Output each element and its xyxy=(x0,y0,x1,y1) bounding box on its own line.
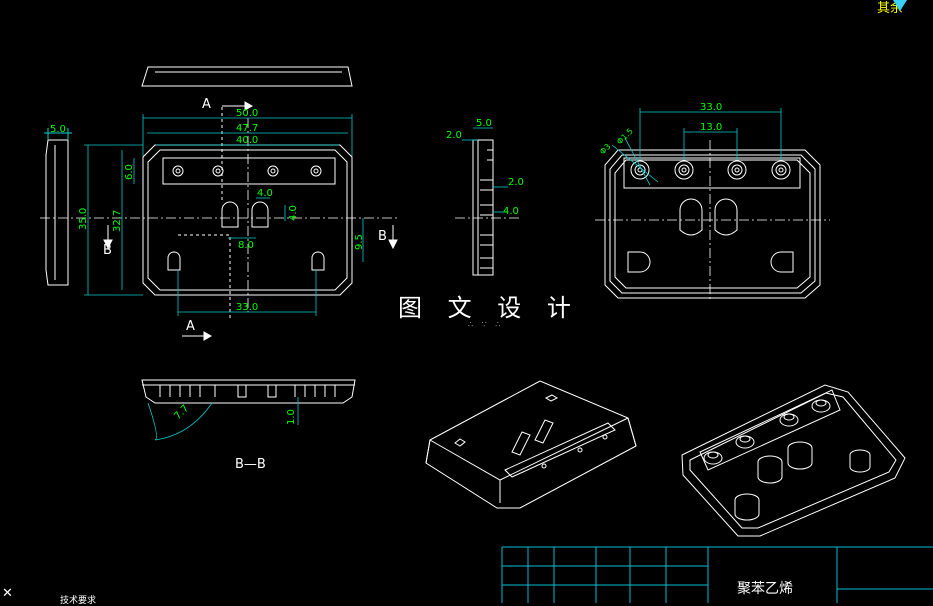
centerlines xyxy=(40,118,830,312)
dim-bb-77: 7.7 xyxy=(172,403,191,422)
dim-top-330: 33.0 xyxy=(700,102,722,113)
watermark-main: 图 文 设 计 xyxy=(398,294,580,322)
section-a-bottom: A xyxy=(186,319,195,334)
dim-front-95: 9.5 xyxy=(354,234,365,250)
dim-front-330: 33.0 xyxy=(236,302,258,313)
close-x-icon[interactable]: ✕ xyxy=(2,586,13,601)
tech-requirements-label: 技术要求 xyxy=(60,596,97,606)
dim-front-50: 50.0 xyxy=(236,108,258,119)
dim-top-d2: Φ1.5 xyxy=(615,127,635,147)
top-right-dimension-lines xyxy=(611,108,782,186)
dim-left-50: 5.0 xyxy=(50,124,66,135)
dim-side-20b: 2.0 xyxy=(508,177,524,188)
side-section-view xyxy=(472,139,494,276)
dim-side-50: 5.0 xyxy=(476,118,492,129)
iso-view-right xyxy=(681,384,906,537)
front-dimension-lines xyxy=(84,114,364,316)
dim-front-40a: 4.0 xyxy=(257,188,273,199)
dim-bb-10: 1.0 xyxy=(286,409,297,425)
section-letters: A A B B xyxy=(103,97,387,334)
dim-front-60: 6.0 xyxy=(124,164,135,180)
section-arrows xyxy=(103,101,398,341)
dim-front-400: 40.0 xyxy=(236,135,258,146)
section-b-right: B xyxy=(378,229,387,244)
top-strip-view xyxy=(141,66,353,87)
side-dimension-lines xyxy=(462,127,508,213)
dim-side-20: 2.0 xyxy=(446,130,462,141)
dim-front-477: 47.7 xyxy=(236,123,258,134)
title-block xyxy=(501,546,933,603)
bb-dimension-lines xyxy=(147,397,299,441)
iso-view-left xyxy=(425,380,637,509)
dim-side-40: 4.0 xyxy=(503,206,519,217)
dim-front-80: 8.0 xyxy=(238,240,254,251)
section-bb-label: B—B xyxy=(235,457,266,472)
section-b-left: B xyxy=(103,243,112,258)
dim-front-350: 35.0 xyxy=(78,208,89,230)
front-view xyxy=(142,107,353,320)
dim-front-40b: 4.0 xyxy=(288,205,299,221)
watermark-sub: ∴ ∵ ∴ xyxy=(468,320,504,329)
material-label: 聚苯乙烯 xyxy=(737,581,793,597)
roughness-triangle-icon xyxy=(893,0,907,11)
dim-top-d1: Φ3 xyxy=(598,142,612,156)
dim-front-327: 32.7 xyxy=(112,210,123,232)
section-a-top: A xyxy=(202,97,211,112)
bb-section-view xyxy=(141,379,356,404)
top-view-right xyxy=(604,149,821,299)
left-side-view xyxy=(44,128,72,286)
dim-top-130: 13.0 xyxy=(700,122,722,133)
